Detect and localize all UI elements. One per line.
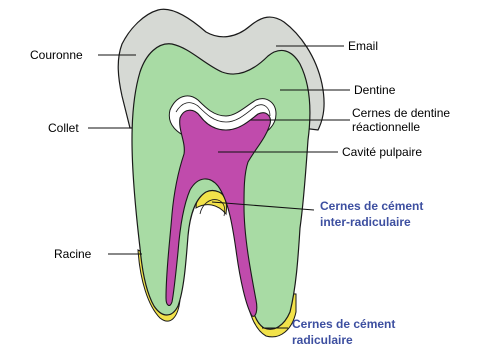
label-racine: Racine <box>54 247 92 261</box>
label-dentine: Dentine <box>354 83 396 97</box>
label-couronne: Couronne <box>30 48 83 62</box>
label-cement-rad-line2: radiculaire <box>292 333 353 347</box>
label-cernes-dentine-line2: réactionnelle <box>352 120 420 134</box>
label-cernes-dentine-line1: Cernes de dentine <box>352 106 450 120</box>
label-email: Email <box>348 39 378 53</box>
label-cavite-pulpaire: Cavité pulpaire <box>342 145 422 159</box>
label-cement-inter-line1: Cernes de cément <box>320 199 423 213</box>
label-cement-rad-line1: Cernes de cément <box>292 317 395 331</box>
label-collet: Collet <box>48 121 79 135</box>
label-cement-inter-line2: inter-radiculaire <box>320 215 411 229</box>
